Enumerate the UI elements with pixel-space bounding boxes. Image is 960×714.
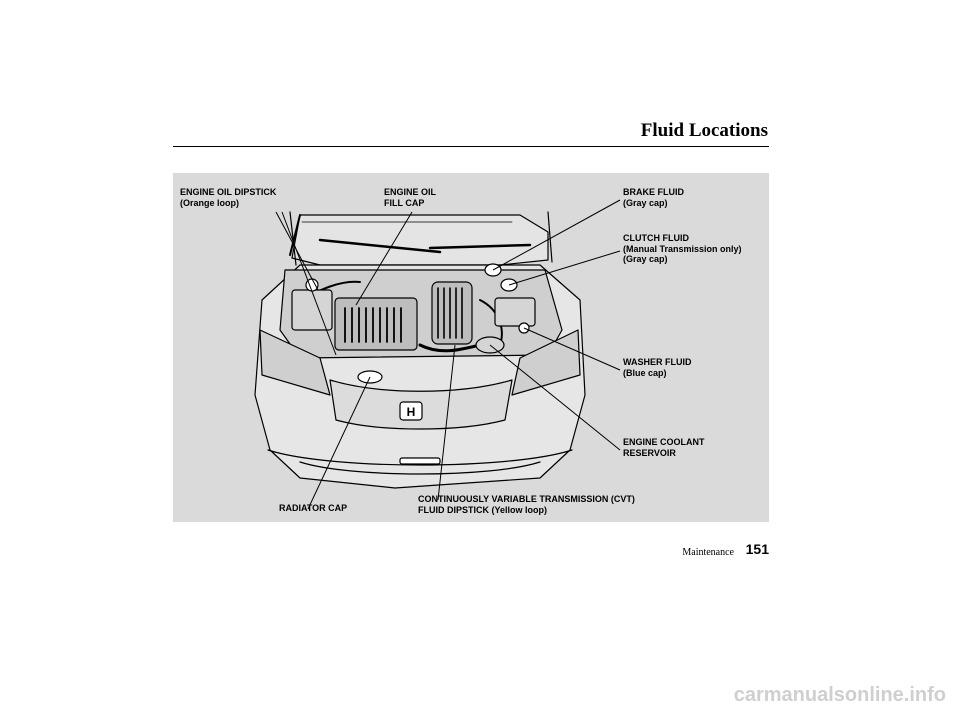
label-washer-fluid: WASHER FLUID (Blue cap) [623,357,692,378]
title-rule [173,146,769,147]
headlight-left [259,329,331,396]
honda-emblem [399,401,423,421]
leader-lines [275,199,621,510]
headlight-right [511,329,581,396]
label-radiator-cap: RADIATOR CAP [279,503,348,513]
footer-section-name: Maintenance [682,547,734,558]
watermark: carmanualsonline.info [733,684,946,706]
page-title: Fluid Locations [640,120,768,141]
label-cvt-fluid-dipstick: CONTINUOUSLY VARIABLE TRANSMISSION (CVT)… [418,494,635,515]
emblem-letter: H [407,405,416,419]
label-engine-oil-dipstick: ENGINE OIL DIPSTICK (Orange loop) [180,187,277,208]
wiper-arm-right [428,243,532,250]
wiper-arm-left [318,238,442,254]
label-brake-fluid: BRAKE FLUID (Gray cap) [623,187,684,208]
label-engine-coolant-reservoir: ENGINE COOLANT RESERVOIR [623,437,705,458]
engine-cover [334,297,418,351]
label-clutch-fluid: CLUTCH FLUID (Manual Transmission only) … [623,233,742,264]
hood-panel [291,214,549,266]
label-engine-oil-fill-cap: ENGINE OIL FILL CAP [384,187,437,208]
page-number: 151 [745,541,769,557]
